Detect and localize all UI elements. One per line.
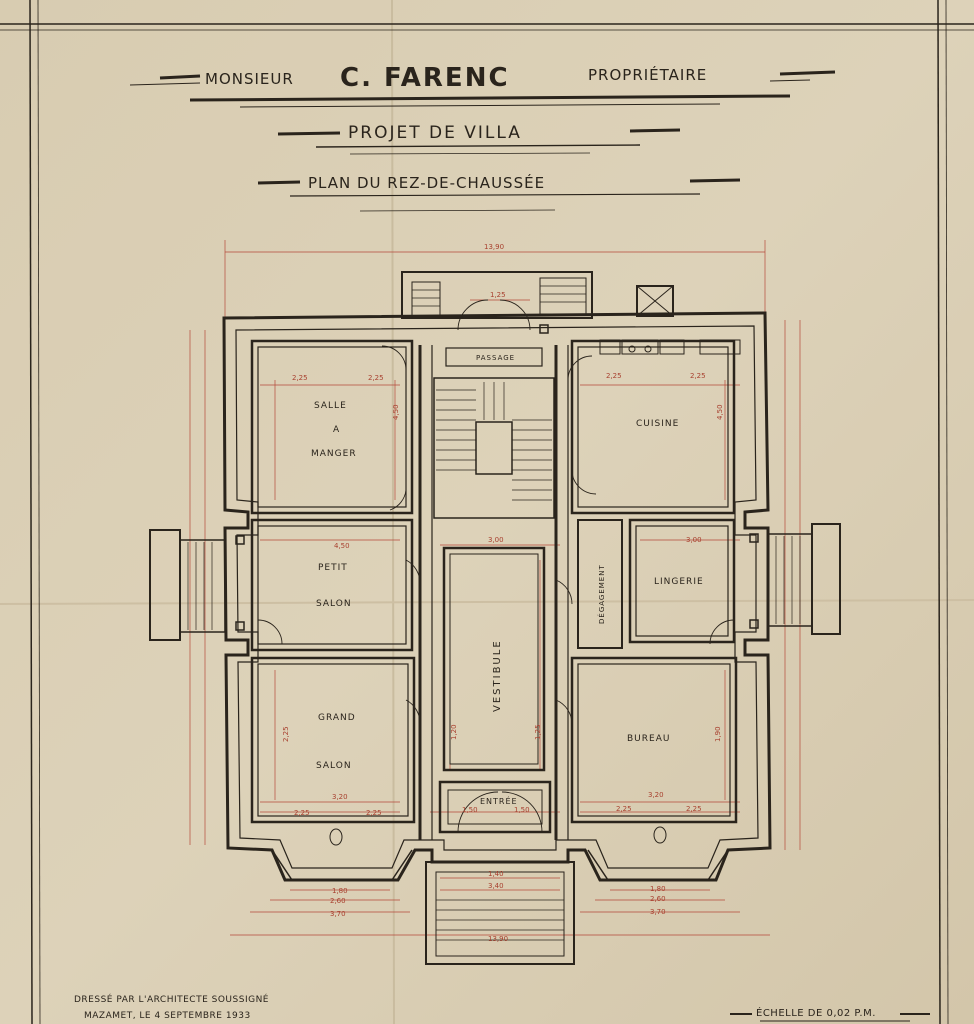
monsieur-label: MONSIEUR xyxy=(205,70,294,88)
dim-ling-width: 3,00 xyxy=(686,536,702,544)
room-label-salle-2: A xyxy=(333,425,340,435)
title-block: MONSIEUR C. FARENC PROPRIÉTAIRE PROJET D… xyxy=(129,63,836,212)
owner-role: PROPRIÉTAIRE xyxy=(588,65,707,84)
dim-ent-w2: 3,40 xyxy=(488,882,504,890)
dim-bay2-left: 2,60 xyxy=(330,897,346,905)
floor-plan xyxy=(149,271,841,965)
scale-label: ÉCHELLE DE 0,02 P.M. xyxy=(756,1006,876,1019)
dim-petit-width: 4,50 xyxy=(334,542,350,550)
room-label-grand-2: SALON xyxy=(316,761,352,771)
dim-bur-h: 1,90 xyxy=(714,726,722,742)
owner-name: C. FARENC xyxy=(340,63,510,93)
room-label-petit-1: PETIT xyxy=(318,563,348,573)
dim-stair-top: 1,25 xyxy=(490,291,506,299)
dim-cui-w1: 2,25 xyxy=(606,372,622,380)
dim-bay1-right: 1,80 xyxy=(650,885,666,893)
room-label-bureau: BUREAU xyxy=(627,734,670,744)
dim-overall-bottom: 13,90 xyxy=(488,935,508,943)
room-label-degagement: DÉGAGEMENT xyxy=(597,564,606,624)
room-label-lingerie: LINGERIE xyxy=(654,577,704,587)
footer: DRESSÉ PAR L'ARCHITECTE SOUSSIGNÉ MAZAME… xyxy=(74,993,930,1022)
room-label-salle-3: MANGER xyxy=(311,449,357,459)
room-label-passage: PASSAGE xyxy=(476,354,515,362)
dim-overall-top: 13,90 xyxy=(484,243,504,251)
dim-vest-h2: 1,25 xyxy=(534,724,542,740)
dim-sam-h: 4,50 xyxy=(392,404,400,420)
dimension-labels: 13,90 13,90 1,25 3,00 3,00 4,50 4,50 4,5… xyxy=(282,243,724,943)
dim-gs-h: 2,25 xyxy=(282,726,290,742)
dim-vest-h: 1,20 xyxy=(450,724,458,740)
dim-bur-w2: 2,25 xyxy=(686,805,702,813)
dim-gs-w: 3,20 xyxy=(332,793,348,801)
plan-title: PLAN DU REZ-DE-CHAUSSÉE xyxy=(308,173,545,192)
dim-ent-a: 1,50 xyxy=(462,806,478,814)
dim-sam-w2: 2,25 xyxy=(368,374,384,382)
room-label-entree: ENTRÉE xyxy=(480,795,518,806)
dim-cuisine-h: 4,50 xyxy=(716,404,724,420)
dim-cui-w2: 2,25 xyxy=(690,372,706,380)
dim-bur-w1: 2,25 xyxy=(616,805,632,813)
dim-gs-w1: 2,25 xyxy=(294,809,310,817)
dim-gs-w2: 2,25 xyxy=(366,809,382,817)
dim-bur-w: 3,20 xyxy=(648,791,664,799)
architect-line: DRESSÉ PAR L'ARCHITECTE SOUSSIGNÉ xyxy=(74,993,269,1005)
room-label-salle-1: SALLE xyxy=(314,401,347,411)
room-label-cuisine: CUISINE xyxy=(636,419,679,429)
dim-ent-w: 1,40 xyxy=(488,870,504,878)
date-line: MAZAMET, LE 4 SEPTEMBRE 1933 xyxy=(84,1011,251,1021)
project-title: PROJET DE VILLA xyxy=(348,123,522,143)
room-label-petit-2: SALON xyxy=(316,599,352,609)
dim-bay3-left: 3,70 xyxy=(330,910,346,918)
room-labels: SALLE A MANGER CUISINE PETIT SALON LINGE… xyxy=(311,354,704,806)
room-label-vestibule: VESTIBULE xyxy=(492,639,503,712)
dim-bay2-right: 2,60 xyxy=(650,895,666,903)
room-label-grand-1: GRAND xyxy=(318,713,356,723)
dim-sam-w1: 2,25 xyxy=(292,374,308,382)
dim-bay1-left: 1,80 xyxy=(332,887,348,895)
dim-ent-b: 1,50 xyxy=(514,806,530,814)
dim-bay3-right: 3,70 xyxy=(650,908,666,916)
dim-vest-width: 3,00 xyxy=(488,536,504,544)
